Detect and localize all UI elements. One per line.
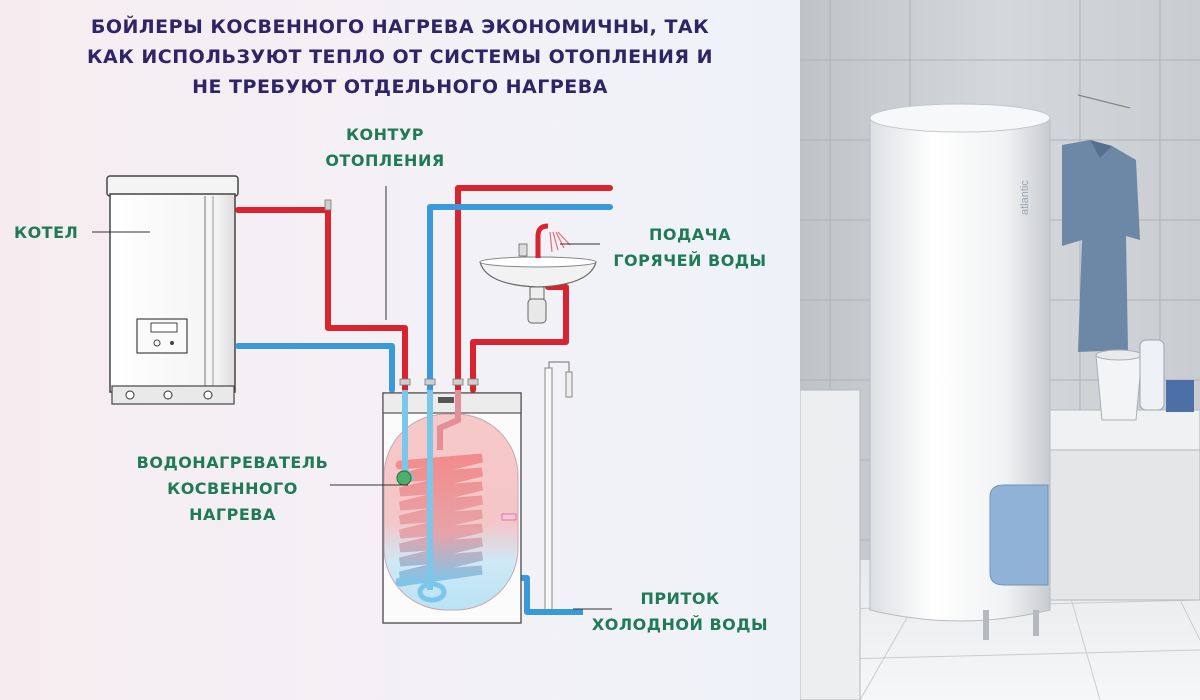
leader-lines [92,186,612,610]
sink [479,223,597,324]
bathroom-illustration: atlantic [800,0,1200,700]
hot-water-label-line-2: ГОРЯЧЕЙ ВОДЫ [613,251,767,270]
water-heater-photo: atlantic [869,103,1051,640]
headline-line-2: КАК ИСПОЛЬЗУЮТ ТЕПЛО ОТ СИСТЕМЫ ОТОПЛЕНИ… [87,46,713,68]
water-heater-label: ВОДОНАГРЕВАТЕЛЬ КОСВЕННОГО НАГРЕВА [125,450,340,528]
headline: БОЙЛЕРЫ КОСВЕННОГО НАГРЕВА ЭКОНОМИЧНЫ, Т… [20,12,780,102]
cold-water-label-line-2: ХОЛОДНОЙ ВОДЫ [591,615,769,634]
water-heater-label-line-2: КОСВЕННОГО [167,479,298,498]
cold-water-label-line-1: ПРИТОК [640,589,720,608]
water-heater-label-line-1: ВОДОНАГРЕВАТЕЛЬ [136,453,329,472]
heating-circuit-label: КОНТУР ОТОПЛЕНИЯ [320,122,450,174]
brand-label: atlantic [1019,180,1031,215]
cold-water-label: ПРИТОК ХОЛОДНОЙ ВОДЫ [580,586,780,638]
headline-line-1: БОЙЛЕРЫ КОСВЕННОГО НАГРЕВА ЭКОНОМИЧНЫ, Т… [90,16,710,38]
boiler-label: КОТЕЛ [14,220,78,246]
water-heater-tank [382,390,522,624]
heating-supply-pipe [235,207,408,393]
heating-coil [395,453,484,587]
headline-line-3: НЕ ТРЕБУЮТ ОТДЕЛЬНОГО НАГРЕВА [192,76,608,98]
water-spray-icon [549,231,571,253]
pump-icon [396,470,412,486]
water-heater-label-line-3: НАГРЕВА [189,505,276,524]
hot-water-label: ПОДАЧА ГОРЯЧЕЙ ВОДЫ [600,222,780,274]
shirt-icon [1062,94,1140,352]
product-photo: atlantic [800,0,1200,700]
hot-water-label-line-1: ПОДАЧА [649,225,731,244]
heating-circuit-label-line-2: ОТОПЛЕНИЯ [325,151,445,170]
pipe-couplings [324,199,479,386]
boiler-label-text: КОТЕЛ [14,223,79,242]
boiler-unit [106,175,239,405]
upper-supply-pipes [427,185,613,393]
heating-diagram [92,175,613,624]
heating-circuit-label-line-1: КОНТУР [345,125,425,144]
